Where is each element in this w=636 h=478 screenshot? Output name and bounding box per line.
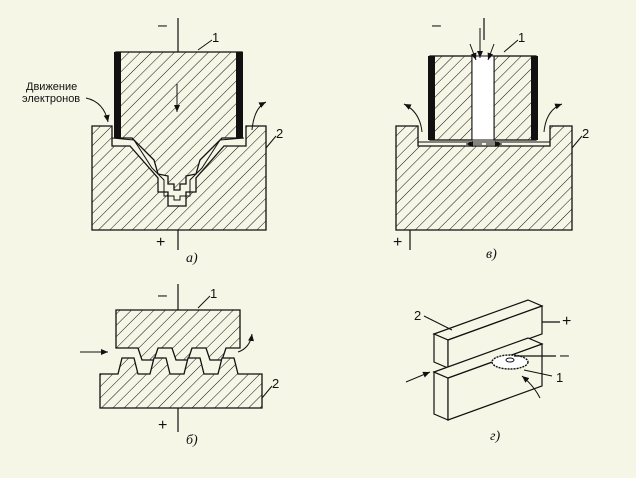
tool-electrode [115, 51, 243, 191]
insulation-right [531, 56, 538, 140]
panel-g: + – 1 2 г) [405, 299, 571, 444]
panel-b: – + 1 2 б) [80, 284, 279, 448]
leader-1 [197, 295, 211, 309]
working-gap [111, 137, 245, 201]
sign-plus: + [562, 313, 571, 330]
caption-b: б) [186, 433, 198, 448]
tool-channel [471, 55, 495, 141]
sign-plus: + [393, 234, 402, 251]
workpiece [99, 357, 263, 409]
leader-1 [197, 39, 213, 51]
flow-arrow-in [405, 371, 431, 383]
leader-2 [265, 135, 277, 149]
flow-arrow-left [403, 103, 423, 133]
workpiece-lower-top [432, 337, 544, 379]
sign-minus: – [432, 17, 441, 34]
flow-arrow-right [251, 101, 267, 131]
tool-electrode-right [493, 55, 537, 141]
caption-a: а) [186, 251, 198, 266]
label-tool: 1 [210, 286, 217, 301]
flow-arrow-in3 [487, 43, 495, 61]
insulation-right [236, 52, 243, 138]
workpiece-upper-front [433, 333, 449, 369]
flow-arrow-right [543, 103, 563, 133]
annotation-line1: Движение [26, 81, 77, 93]
leader-2 [261, 385, 273, 399]
leader-2 [423, 315, 453, 331]
panel-a: – + 1 2 Движение электронов а) [22, 17, 283, 266]
sign-minus: – [158, 287, 167, 304]
sign-minus: – [158, 17, 167, 34]
tool-electrode-left [429, 55, 473, 141]
sign-minus: – [560, 347, 569, 364]
workpiece-lower-front [433, 371, 449, 421]
tool-electrode [115, 309, 241, 361]
leader-1 [523, 369, 553, 377]
flow-arrow-in2 [469, 43, 477, 61]
caption-v: в) [486, 247, 497, 262]
leader-2 [571, 135, 583, 149]
workpiece [395, 125, 573, 231]
label-part: 2 [272, 376, 279, 391]
label-tool: 1 [212, 30, 219, 45]
caption-g: г) [490, 429, 500, 444]
label-tool: 1 [556, 370, 563, 385]
label-part: 2 [582, 126, 589, 141]
sign-plus: + [158, 417, 167, 434]
disk-hub [505, 357, 515, 363]
panel-v: – + 1 2 в) [393, 17, 589, 262]
sign-plus: + [156, 234, 165, 251]
workpiece [91, 125, 267, 231]
flow-arrow-out [237, 333, 254, 353]
rotation-arrow [521, 375, 541, 399]
insulation-left [428, 56, 435, 140]
label-part: 2 [276, 126, 283, 141]
leader-1 [503, 39, 519, 53]
insulation-left [114, 52, 121, 138]
workpiece-upper-side [447, 305, 543, 369]
flow-arrow-left [85, 97, 110, 123]
label-part: 2 [414, 308, 421, 323]
label-tool: 1 [518, 30, 525, 45]
annotation-line2: электронов [22, 93, 80, 105]
